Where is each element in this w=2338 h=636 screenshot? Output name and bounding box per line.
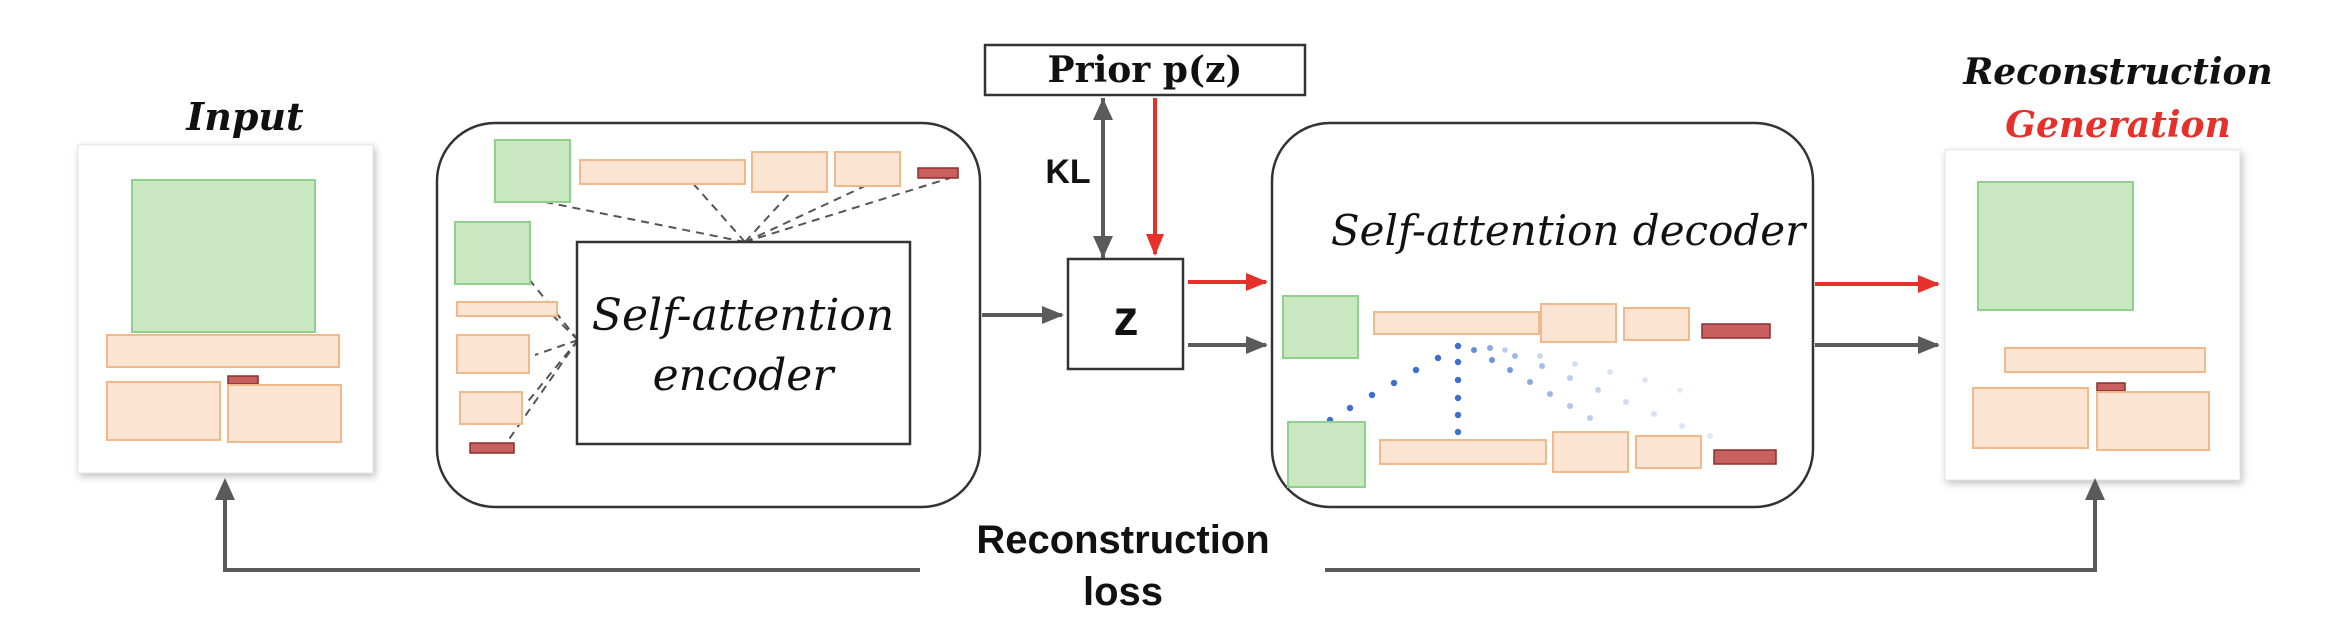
encoder-title-block (469, 442, 515, 454)
prior-label: Prior p(z) (1048, 49, 1243, 91)
decoder-text-block (1623, 307, 1690, 341)
encoder-label-line1: Self-attention (592, 290, 894, 341)
decoder-text-block (1379, 439, 1547, 465)
input-figure-block (131, 179, 316, 333)
output-text-block (1972, 387, 2089, 449)
decoder-text-block (1373, 311, 1540, 335)
encoder-text-block (751, 151, 828, 193)
encoder-figure-block (494, 139, 571, 203)
loss-label-backdrop (920, 516, 1325, 616)
encoder-label-line2: encoder (653, 350, 837, 401)
input-layout-page (77, 144, 374, 474)
encoder-figure-block (454, 221, 531, 285)
encoder-text-block (456, 301, 558, 317)
output-layout-page (1944, 149, 2241, 481)
input-text-block (106, 381, 221, 441)
output-title-block (2096, 382, 2126, 392)
input-text-block (227, 384, 342, 443)
encoder-box (575, 240, 912, 446)
decoder-text-block (1540, 303, 1617, 343)
input-text-block (106, 334, 340, 368)
decoder-attention-dots (1326, 342, 1713, 439)
decoder-label: Self-attention decoder (1331, 206, 1808, 255)
decoder-title-block (1713, 449, 1777, 465)
prior-box (983, 43, 1307, 97)
output-text-block (2096, 391, 2210, 451)
encoder-text-block (834, 151, 901, 187)
kl-arrow (1093, 98, 1113, 258)
decoder-title-block (1701, 323, 1771, 339)
decoder-panel: Self-attention decoder (1270, 121, 1815, 509)
output-title-generation: Generation (2005, 104, 2231, 146)
decoder-figure-block (1282, 295, 1359, 359)
encoder-panel: Self-attention encoder (435, 121, 982, 509)
encoder-text-block (579, 159, 746, 185)
encoder-text-block (456, 334, 530, 374)
input-title: Input (185, 94, 304, 139)
encoder-title-block (917, 167, 959, 179)
output-title-reconstruction: Reconstruction (1962, 51, 2272, 93)
kl-label: KL (1045, 153, 1090, 191)
input-title-block (227, 375, 259, 385)
loss-label-line2: loss (1083, 570, 1163, 614)
loss-label-line1: Reconstruction (976, 518, 1269, 562)
output-figure-block (1977, 181, 2134, 311)
z-label: z (1114, 290, 1139, 346)
decoder-text-block (1635, 435, 1702, 469)
encoder-text-block (459, 391, 523, 425)
decoder-figure-block (1287, 421, 1366, 488)
output-text-block (2004, 347, 2206, 373)
decoder-text-block (1552, 431, 1629, 473)
z-box (1066, 257, 1185, 371)
